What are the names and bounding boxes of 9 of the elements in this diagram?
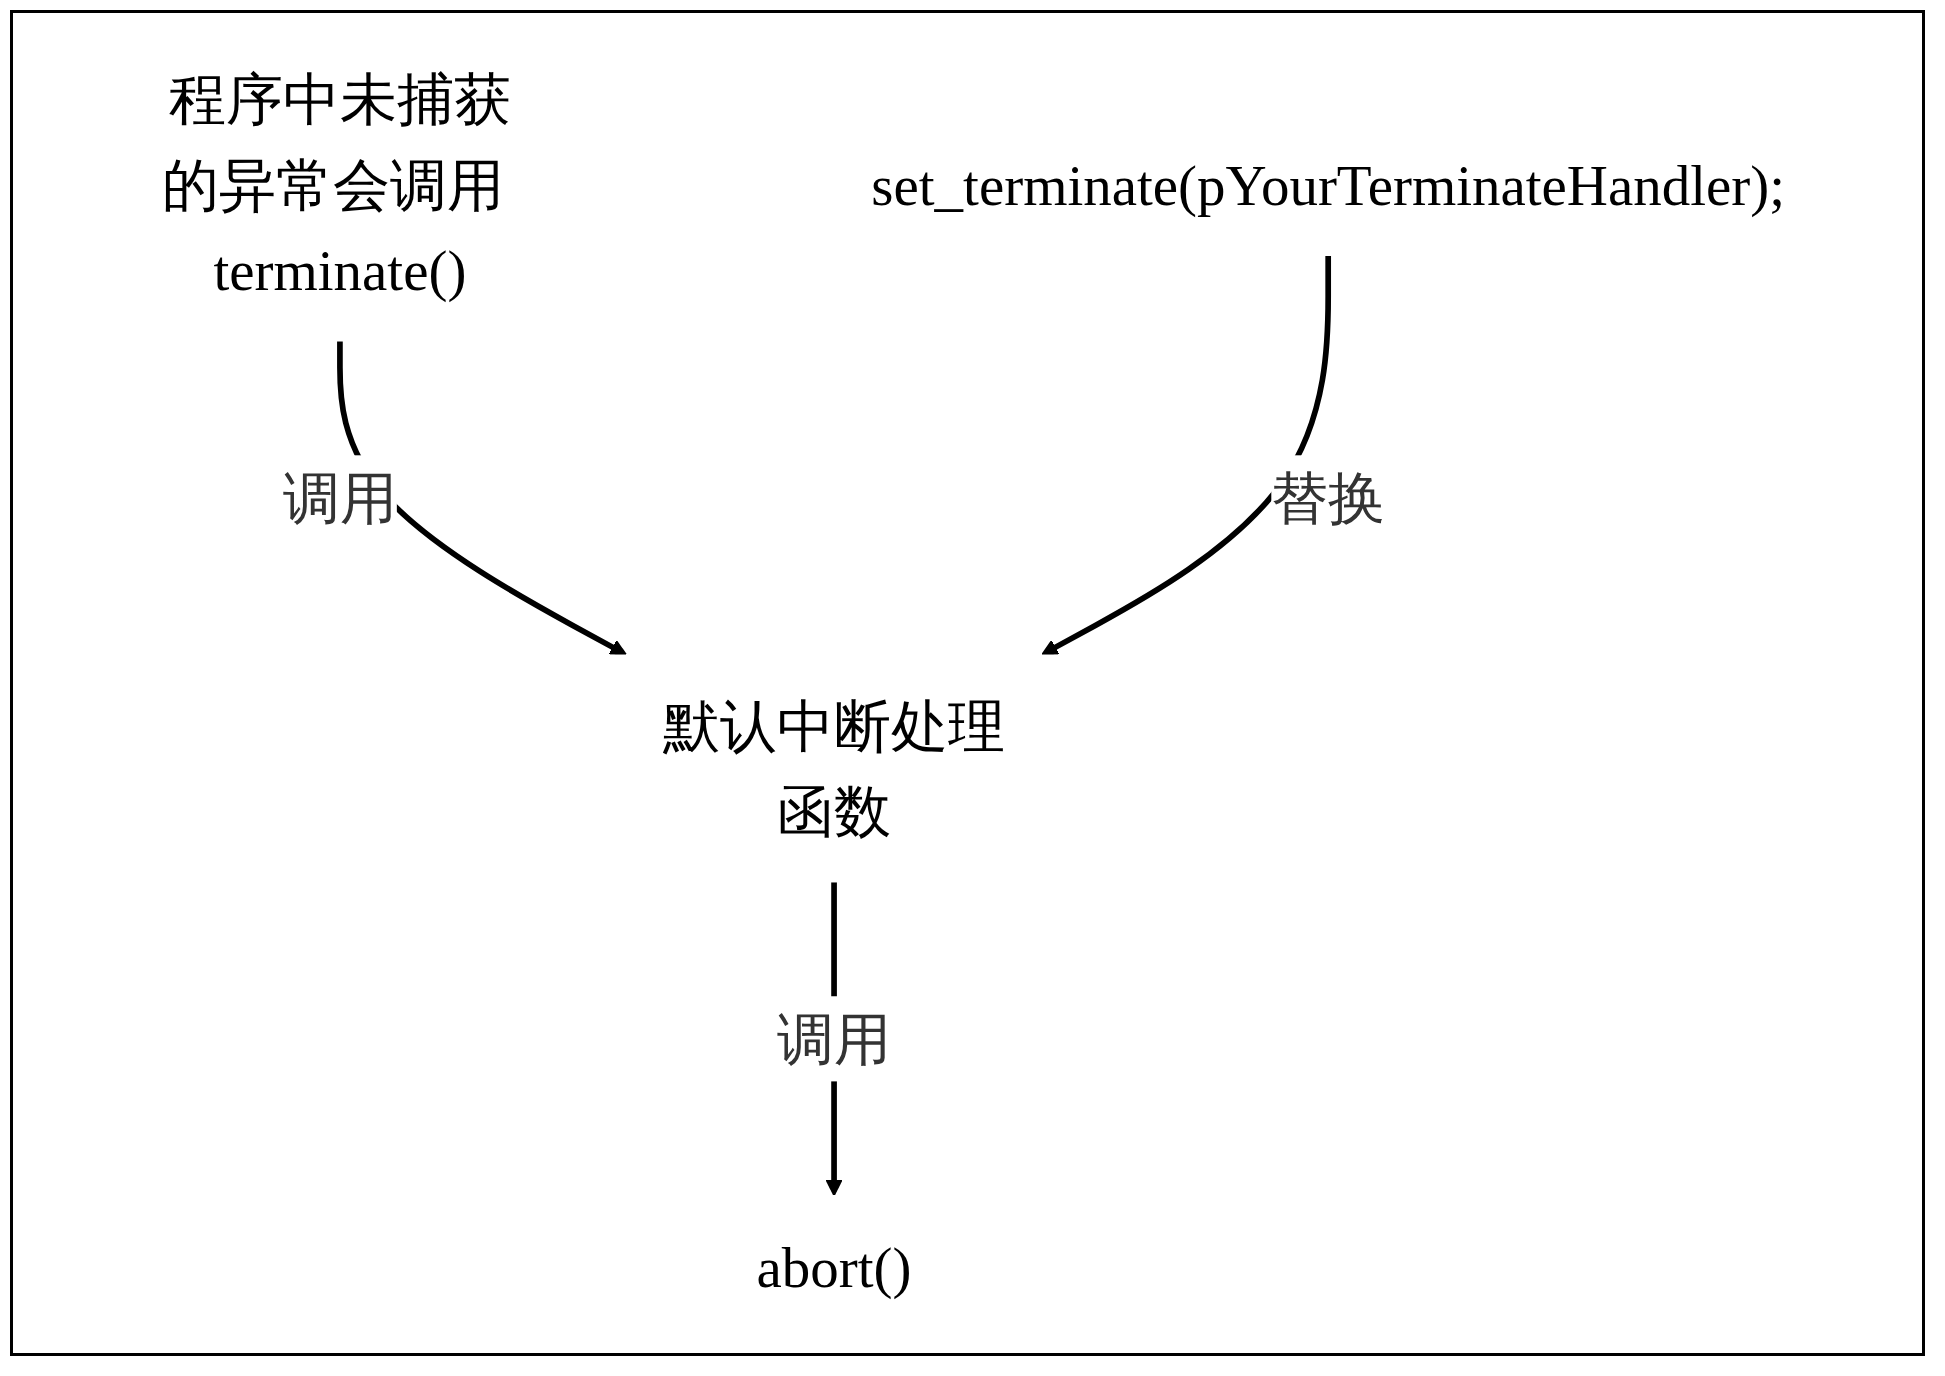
edge-label: 调用	[282, 466, 397, 530]
edge-label: 调用	[777, 1007, 891, 1071]
node-text: set_terminate(pYourTerminateHandler);	[871, 153, 1785, 217]
diagram-frame: 调用 替换 调用 程序中未捕获的异常会调用 terminate() set_terminate(pYourTerminateHandler); 默认中断处理函数 abort()	[10, 10, 1925, 1356]
node-text: 程序中未捕获的异常会调用 terminate()	[161, 68, 511, 302]
node-text: abort()	[756, 1235, 912, 1298]
node-text: 默认中断处理函数	[663, 694, 1005, 843]
edge-label: 替换	[1271, 466, 1386, 530]
arrow	[1041, 255, 1331, 656]
